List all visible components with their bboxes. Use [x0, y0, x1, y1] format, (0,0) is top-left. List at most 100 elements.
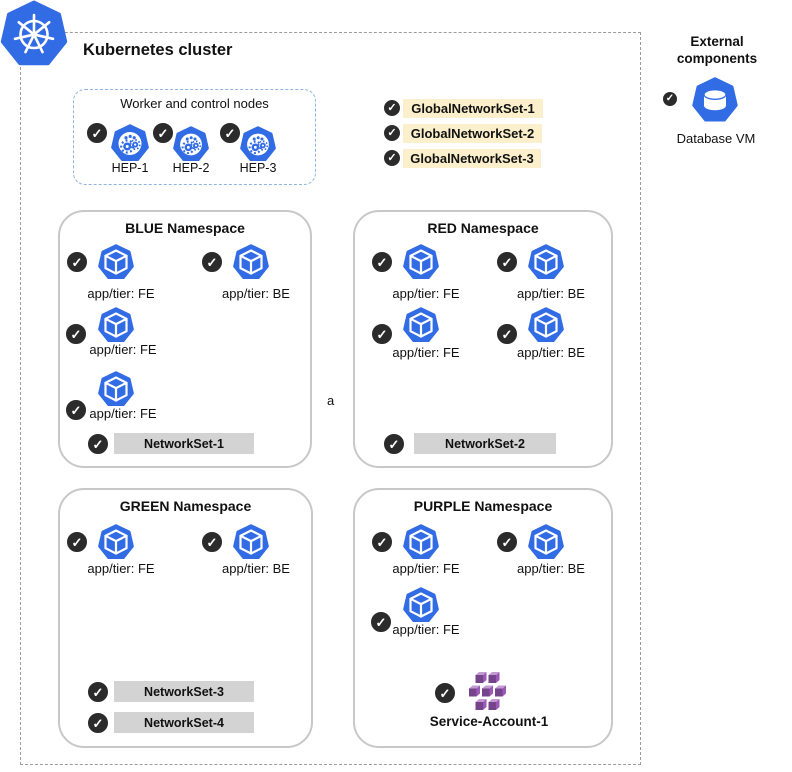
pod-label: app/tier: BE: [517, 345, 585, 360]
pod-label: app/tier: FE: [87, 286, 155, 301]
hep-node-icon: [173, 126, 209, 162]
network-set: NetworkSet-2: [414, 433, 556, 454]
check-badge: ✓: [370, 250, 394, 274]
check-icon: ✓: [501, 534, 513, 550]
check-icon: ✓: [439, 685, 451, 701]
pod-icon: [403, 524, 439, 560]
check-icon: ✓: [92, 436, 104, 452]
network-set: NetworkSet-4: [114, 712, 254, 733]
pod-label: app/tier: FE: [392, 345, 460, 360]
worker-nodes-title: Worker and control nodes: [120, 96, 269, 111]
check-icon: ✓: [387, 101, 397, 114]
external-title-line1: External: [690, 34, 744, 49]
check-icon: ✓: [665, 93, 675, 104]
check-badge: ✓: [200, 530, 224, 554]
pod-label: app/tier: BE: [517, 561, 585, 576]
check-badge: ✓: [65, 530, 89, 554]
check-badge: ✓: [370, 322, 394, 346]
check-badge: ✓: [382, 123, 402, 143]
worker-nodes-box: Worker and control nodes ✓ HEP-1 ✓ HEP-2…: [73, 89, 316, 185]
namespace-title: PURPLE Namespace: [413, 498, 553, 514]
check-icon: ✓: [388, 436, 400, 452]
pod-icon: [233, 244, 269, 280]
pod-icon: [98, 371, 134, 407]
pod-label: app/tier: BE: [517, 286, 585, 301]
check-badge: ✓: [661, 90, 679, 108]
cluster-title: Kubernetes cluster: [83, 41, 233, 59]
check-icon: ✓: [376, 254, 388, 270]
check-badge: ✓: [64, 322, 88, 346]
check-icon: ✓: [71, 534, 83, 550]
pod-label: app/tier: BE: [222, 561, 290, 576]
check-icon: ✓: [71, 254, 83, 270]
node-label: HEP-1: [111, 161, 149, 175]
network-set: NetworkSet-3: [114, 681, 254, 702]
pod-icon: [98, 524, 134, 560]
check-icon: ✓: [376, 326, 388, 342]
namespace-title: BLUE Namespace: [125, 220, 245, 236]
kubernetes-logo-icon: [0, 0, 68, 66]
check-badge: ✓: [495, 530, 519, 554]
network-set: NetworkSet-1: [114, 433, 254, 454]
check-icon: ✓: [70, 402, 82, 418]
service-account-icon: [467, 671, 507, 711]
check-badge: ✓: [382, 148, 402, 168]
check-badge: ✓: [382, 98, 402, 118]
check-badge: ✓: [382, 432, 406, 456]
node-label: HEP-2: [172, 161, 210, 175]
check-icon: ✓: [92, 715, 104, 731]
namespace-red: RED Namespace ✓ app/tier: FE ✓ app/tier:…: [353, 210, 613, 468]
pod-label: app/tier: FE: [392, 286, 460, 301]
database-vm-icon: [692, 77, 738, 123]
service-account-label: Service-Account-1: [429, 714, 549, 729]
kubernetes-cluster-boundary: [20, 32, 641, 765]
check-icon: ✓: [375, 614, 387, 630]
check-badge: ✓: [370, 530, 394, 554]
check-badge: ✓: [495, 250, 519, 274]
namespace-purple: PURPLE Namespace ✓ app/tier: FE ✓ app/ti…: [353, 488, 613, 748]
check-badge: ✓: [200, 250, 224, 274]
check-icon: ✓: [387, 151, 397, 164]
pod-icon: [528, 307, 564, 343]
pod-icon: [403, 307, 439, 343]
pod-label: app/tier: FE: [392, 622, 460, 637]
global-network-set: GlobalNetworkSet-2: [403, 124, 542, 143]
hep-node-icon: [240, 126, 276, 162]
check-badge: ✓: [433, 681, 457, 705]
pod-icon: [98, 244, 134, 280]
pod-icon: [98, 307, 134, 343]
namespace-green: GREEN Namespace ✓ app/tier: FE ✓ app/tie…: [58, 488, 313, 748]
check-icon: ✓: [157, 125, 169, 141]
global-network-set: GlobalNetworkSet-1: [403, 99, 543, 118]
check-icon: ✓: [501, 326, 513, 342]
pod-icon: [233, 524, 269, 560]
check-icon: ✓: [387, 126, 397, 139]
namespace-blue: BLUE Namespace ✓ app/tier: FE ✓ app/tier…: [58, 210, 312, 468]
external-components-title: External components: [660, 33, 774, 67]
check-icon: ✓: [206, 534, 218, 550]
node-label: HEP-3: [239, 161, 277, 175]
check-badge: ✓: [64, 398, 88, 422]
external-title-line2: components: [676, 51, 758, 66]
check-badge: ✓: [151, 121, 175, 145]
check-badge: ✓: [86, 680, 110, 704]
namespace-title: RED Namespace: [427, 220, 539, 236]
check-icon: ✓: [70, 326, 82, 342]
pod-icon: [403, 244, 439, 280]
check-badge: ✓: [85, 121, 109, 145]
check-badge: ✓: [218, 121, 242, 145]
check-icon: ✓: [224, 125, 236, 141]
namespace-title: GREEN Namespace: [119, 498, 252, 514]
check-icon: ✓: [92, 684, 104, 700]
check-icon: ✓: [501, 254, 513, 270]
pod-label: app/tier: FE: [89, 406, 157, 421]
check-icon: ✓: [91, 125, 103, 141]
stray-annotation: a: [327, 393, 335, 408]
check-badge: ✓: [65, 250, 89, 274]
database-vm-label: Database VM: [676, 131, 756, 146]
check-badge: ✓: [86, 432, 110, 456]
pod-icon: [403, 587, 439, 623]
pod-label: app/tier: FE: [392, 561, 460, 576]
hep-node-icon: [111, 124, 149, 162]
pod-label: app/tier: FE: [87, 561, 155, 576]
